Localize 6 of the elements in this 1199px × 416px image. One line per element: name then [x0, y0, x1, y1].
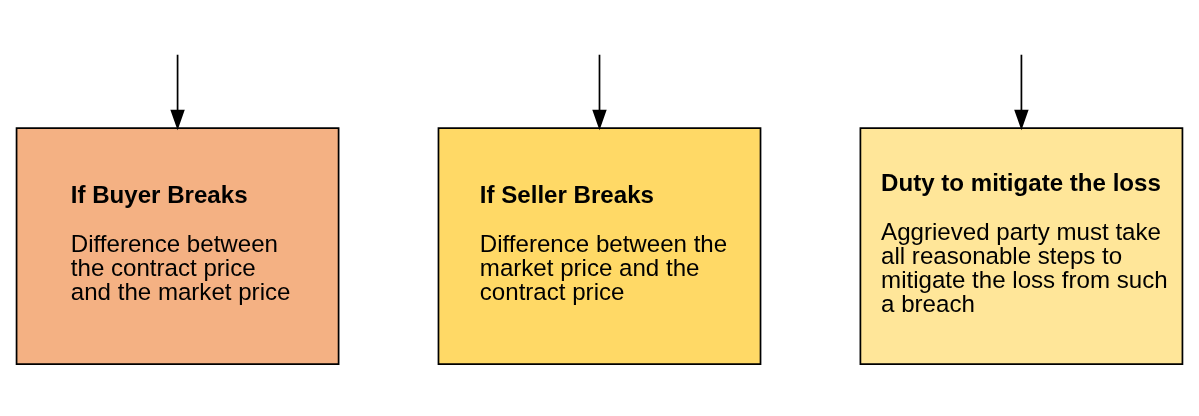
- arrow: [1014, 53, 1029, 130]
- arrow: [592, 53, 607, 130]
- node-box: Duty to mitigate the loss Aggrieved party must take all reasonable steps to mitigate the loss from such a breach: [859, 126, 1184, 365]
- node-box: If Buyer Breaks Difference between the contract price and the market price: [15, 126, 340, 365]
- arrow: [170, 53, 185, 130]
- node-box: If Seller Breaks Difference between the market price and the contract price: [437, 126, 762, 365]
